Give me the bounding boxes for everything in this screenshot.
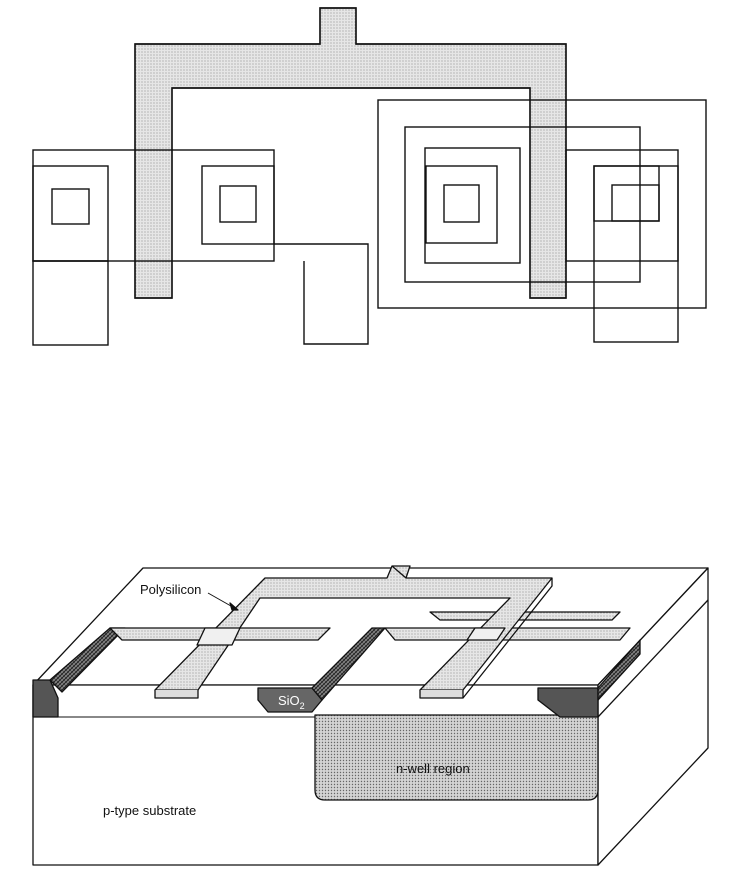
nmos-metal-left-top (32, 165, 109, 262)
mask-layout (32, 7, 707, 346)
field-oxide-left (32, 679, 59, 718)
cross-section (32, 565, 709, 866)
pmos-metal-left (424, 147, 521, 264)
nmos-metal-right (201, 165, 275, 245)
polysilicon-gate-shape (134, 7, 567, 299)
pmos-contact-right (611, 184, 660, 222)
substrate-label: p-type substrate (103, 803, 196, 818)
polysilicon-label: Polysilicon (140, 582, 201, 597)
pmos-contact-right-frame (593, 165, 660, 222)
pmos-metal-right (593, 165, 679, 343)
nmos-metal-left-bottom (32, 260, 109, 346)
field-oxide-right (537, 687, 599, 718)
n-well-region (314, 714, 599, 801)
n-well-boundary (377, 99, 707, 309)
n-well-label: n-well region (396, 761, 470, 776)
pmos-contact-frame (425, 165, 498, 244)
block-right-face (597, 567, 709, 866)
sio2-label: SiO2 (278, 693, 305, 711)
pmos-active (404, 126, 641, 283)
nmos-contact-left (51, 188, 90, 225)
nmos-contact-right (219, 185, 257, 223)
output-metal-wire (274, 243, 369, 345)
pmos-contact-left (443, 184, 480, 223)
